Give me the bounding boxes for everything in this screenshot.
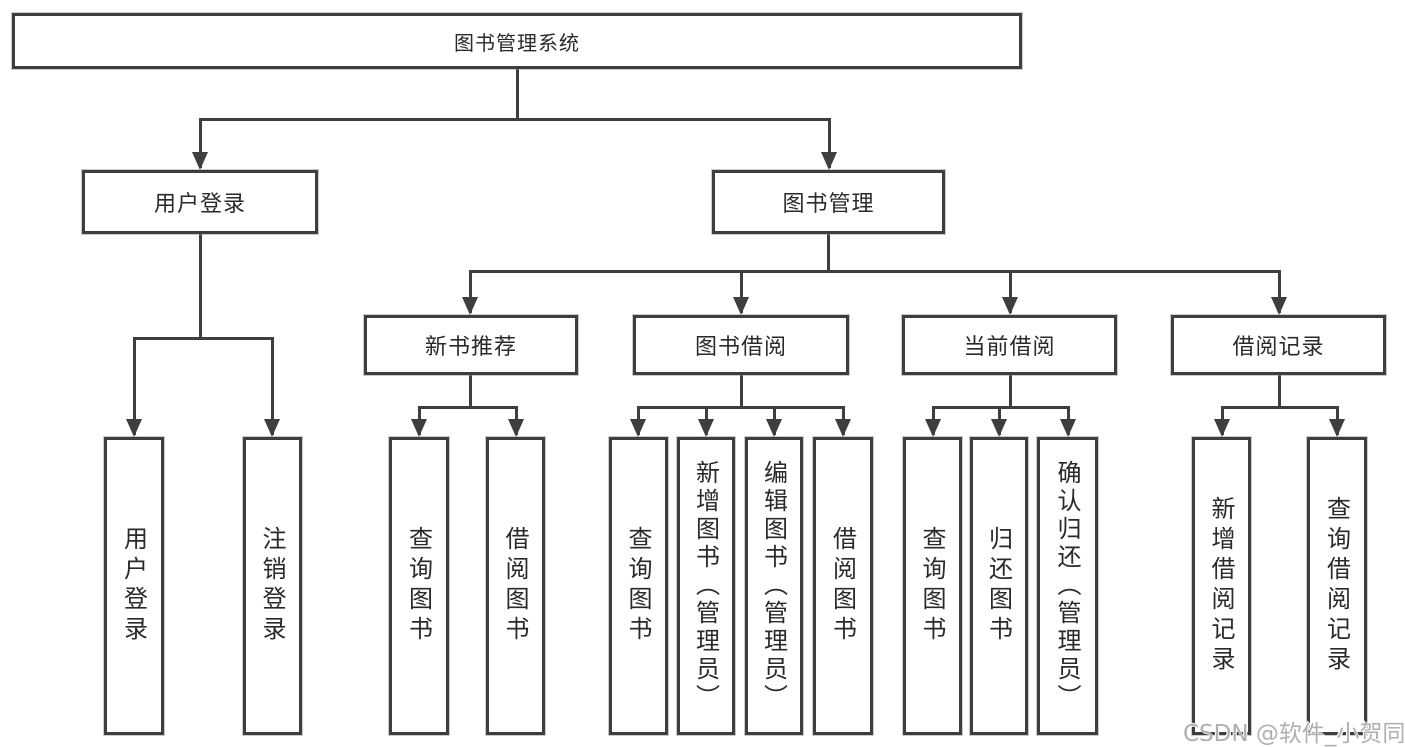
connector-line-vertical <box>133 338 136 435</box>
arrowhead-down-icon <box>766 419 782 437</box>
connector-line-vertical <box>827 234 830 271</box>
node-label: 借阅图书 <box>501 526 529 646</box>
arrowhead-down-icon <box>733 297 749 315</box>
connector-line-horizontal <box>637 406 845 409</box>
node-label: 图书借阅 <box>694 335 787 360</box>
node-label: 查询图书 <box>918 526 946 646</box>
connector-line-vertical <box>1278 271 1281 313</box>
connector-line-horizontal <box>133 337 274 340</box>
diagram-node-current-borrowing: 当前借阅 <box>902 315 1117 375</box>
arrowhead-down-icon <box>1002 297 1018 315</box>
diagram-node-root: 图书管理系统 <box>12 13 1022 69</box>
diagram-node-leaf-query-books-current: 查询图书 <box>903 437 962 735</box>
connector-line-horizontal <box>199 118 831 121</box>
node-label: 当前借阅 <box>963 335 1056 360</box>
connector-line-horizontal <box>418 406 518 409</box>
diagram-node-book-borrowing: 图书借阅 <box>633 315 849 375</box>
arrowhead-down-icon <box>462 297 478 315</box>
connector-line-vertical <box>469 375 472 407</box>
node-label: 用户登录 <box>153 192 246 217</box>
arrowhead-down-icon <box>925 419 941 437</box>
connector-line-vertical <box>1278 375 1281 407</box>
diagram-node-leaf-borrow-books-borrow: 借阅图书 <box>813 437 873 735</box>
node-label: 借阅图书 <box>828 526 857 646</box>
connector-line-vertical <box>271 338 274 435</box>
node-label: 图书管理 <box>782 192 875 217</box>
arrowhead-down-icon <box>630 419 646 437</box>
diagram-node-leaf-confirm-return-admin: 确认归还（管理员） <box>1037 437 1098 735</box>
node-label: 确认归还（管理员） <box>1053 460 1081 712</box>
connector-line-vertical <box>740 375 743 407</box>
node-label: 查询借阅记录 <box>1322 496 1351 676</box>
node-label: 图书管理系统 <box>454 30 580 55</box>
diagram-node-book-management: 图书管理 <box>712 170 945 234</box>
arrowhead-down-icon <box>1329 419 1345 437</box>
diagram-node-leaf-query-borrow-record: 查询借阅记录 <box>1307 437 1367 735</box>
arrowhead-down-icon <box>508 419 524 437</box>
diagram-node-leaf-logout: 注销登录 <box>243 437 302 735</box>
connector-line-vertical <box>740 271 743 313</box>
arrowhead-down-icon <box>1271 297 1287 315</box>
diagram-node-leaf-user-login: 用户登录 <box>104 437 164 735</box>
node-label: 新增图书（管理员） <box>691 460 720 712</box>
arrowhead-down-icon <box>411 419 427 437</box>
arrowhead-down-icon <box>991 419 1007 437</box>
node-label: 查询图书 <box>624 526 652 646</box>
csdn-watermark: CSDN @软件_小贺同学 <box>1183 721 1405 747</box>
node-label: 查询图书 <box>404 526 433 646</box>
connector-line-vertical <box>1009 271 1012 313</box>
node-label: 用户登录 <box>119 526 148 646</box>
node-label: 新书推荐 <box>424 335 517 360</box>
node-label: 借阅记录 <box>1232 335 1325 360</box>
arrowhead-down-icon <box>698 419 714 437</box>
arrowhead-down-icon <box>192 152 208 170</box>
connector-line-vertical <box>199 234 202 338</box>
connector-line-horizontal <box>932 406 1070 409</box>
arrowhead-down-icon <box>821 152 837 170</box>
connector-line-vertical <box>199 119 202 168</box>
diagram-node-borrowing-records: 借阅记录 <box>1171 315 1386 375</box>
arrowhead-down-icon <box>126 419 142 437</box>
arrowhead-down-icon <box>264 419 280 437</box>
diagram-node-leaf-add-books-admin: 新增图书（管理员） <box>677 437 735 735</box>
node-label: 注销登录 <box>258 526 286 646</box>
node-label: 归还图书 <box>984 526 1013 646</box>
connector-line-vertical <box>1009 375 1012 407</box>
diagram-node-leaf-edit-books-admin: 编辑图书（管理员） <box>745 437 803 735</box>
diagram-node-leaf-add-borrow-record: 新增借阅记录 <box>1192 437 1251 735</box>
node-label: 新增借阅记录 <box>1207 496 1235 676</box>
diagram-node-leaf-borrow-books-recommend: 借阅图书 <box>486 437 545 735</box>
connector-line-horizontal <box>1221 406 1339 409</box>
diagram-node-leaf-query-books-borrow: 查询图书 <box>609 437 668 735</box>
arrowhead-down-icon <box>1060 419 1076 437</box>
connector-line-vertical <box>516 69 519 119</box>
connector-line-vertical <box>828 119 831 168</box>
arrowhead-down-icon <box>1214 419 1230 437</box>
diagram-node-user-login: 用户登录 <box>82 170 318 234</box>
node-label: 编辑图书（管理员） <box>759 460 788 712</box>
connector-line-horizontal <box>469 270 1281 273</box>
connector-line-vertical <box>469 271 472 313</box>
diagram-node-leaf-query-books-recommend: 查询图书 <box>389 437 449 735</box>
arrowhead-down-icon <box>835 419 851 437</box>
diagram-node-leaf-return-books: 归还图书 <box>970 437 1028 735</box>
diagram-node-new-book-recommendation: 新书推荐 <box>364 315 578 375</box>
